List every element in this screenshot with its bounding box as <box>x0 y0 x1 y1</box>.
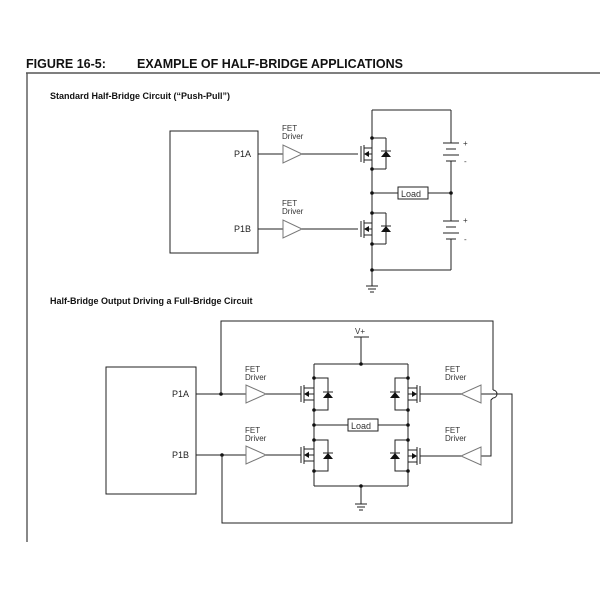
circuit1-title: Standard Half-Bridge Circuit (“Push-Pull… <box>50 91 231 101</box>
supply-label: V+ <box>355 327 365 336</box>
pin-label-p1a: P1A <box>234 149 251 159</box>
junction-dot <box>370 242 374 246</box>
driver-label: FET <box>445 365 460 374</box>
fet-driver-icon <box>459 446 482 466</box>
driver-label: Driver <box>282 207 304 216</box>
microcontroller-block <box>105 366 197 495</box>
diode-icon <box>372 137 391 170</box>
circuit2-title: Half-Bridge Output Driving a Full-Bridge… <box>50 296 253 306</box>
battery-plus-label: + <box>463 139 468 148</box>
junction-dot <box>370 136 374 140</box>
driver-label: FET <box>445 426 460 435</box>
wire <box>481 397 494 457</box>
driver-label: Driver <box>282 132 304 141</box>
pin-label-p1a: P1A <box>172 389 189 399</box>
circuit2: P1A P1B FET Driver FET Driver FET Driver… <box>105 320 513 524</box>
driver-label: FET <box>282 199 297 208</box>
battery-icon <box>443 220 459 240</box>
figure-frame <box>26 72 600 542</box>
driver-label: Driver <box>245 434 267 443</box>
junction-dot <box>312 376 316 380</box>
junction-dot <box>359 362 363 366</box>
pin-label-p1b: P1B <box>172 450 189 460</box>
wire <box>220 320 494 394</box>
mosfet-icon <box>360 220 372 238</box>
fet-driver-icon <box>245 445 268 465</box>
battery-minus-label: - <box>464 157 467 166</box>
driver-label: FET <box>282 124 297 133</box>
circuit1: P1A P1B FET Driver FET Driver <box>169 109 468 293</box>
mosfet-icon <box>300 385 314 403</box>
diode-icon <box>372 212 391 245</box>
junction-dot <box>370 191 374 195</box>
fet-driver-icon <box>282 144 304 164</box>
microcontroller-block <box>169 130 259 254</box>
battery-icon <box>443 142 459 162</box>
junction-dot <box>370 167 374 171</box>
load-label: Load <box>401 189 421 199</box>
driver-label: Driver <box>445 434 467 443</box>
diode-icon <box>314 377 333 411</box>
mosfet-icon <box>408 385 421 403</box>
figure-number: FIGURE 16-5: <box>26 57 106 71</box>
wire <box>221 393 513 524</box>
junction-dot <box>370 268 374 272</box>
junction-dot <box>359 484 363 488</box>
mosfet-icon <box>408 447 421 465</box>
load-label: Load <box>351 421 371 431</box>
diode-icon <box>390 439 408 472</box>
pin-label-p1b: P1B <box>234 224 251 234</box>
junction-dot <box>406 438 410 442</box>
junction-dot <box>370 211 374 215</box>
driver-label: Driver <box>245 373 267 382</box>
load-resistor <box>397 186 429 200</box>
mosfet-icon <box>300 446 314 464</box>
battery-plus-label: + <box>463 216 468 225</box>
junction-dot <box>449 191 453 195</box>
junction-dot <box>312 438 316 442</box>
ground-icon <box>366 285 378 293</box>
junction-dot <box>312 408 316 412</box>
junction-dot <box>406 408 410 412</box>
load-resistor <box>347 418 379 432</box>
battery-minus-label: - <box>464 235 467 244</box>
junction-dot <box>406 469 410 473</box>
fet-driver-icon <box>282 219 304 239</box>
ground-icon <box>355 503 367 511</box>
driver-label: Driver <box>445 373 467 382</box>
driver-label: FET <box>245 426 260 435</box>
mosfet-icon <box>360 145 372 163</box>
figure-title: EXAMPLE OF HALF-BRIDGE APPLICATIONS <box>137 57 403 71</box>
diode-icon <box>314 439 333 472</box>
fet-driver-icon <box>245 384 268 404</box>
diode-icon <box>390 377 408 411</box>
driver-label: FET <box>245 365 260 374</box>
junction-dot <box>406 376 410 380</box>
fet-driver-icon <box>459 384 482 404</box>
junction-dot <box>406 423 410 427</box>
junction-dot <box>312 469 316 473</box>
junction-dot <box>312 423 316 427</box>
